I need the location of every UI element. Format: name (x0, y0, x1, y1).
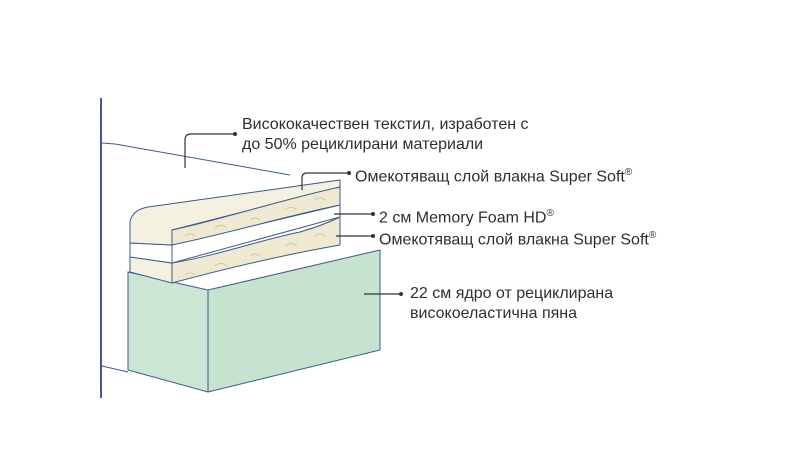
label-textile-line1: Висококачествен текстил, изработен с (242, 116, 529, 133)
core-side-face (127, 271, 209, 393)
leader-lines (184, 133, 400, 295)
label-core-line2: високоеластична пяна (410, 305, 578, 322)
label-core-line1: 22 см ядро от рециклирана (410, 285, 614, 302)
label-memory-foam: 2 см Memory Foam HD® (379, 204, 554, 228)
core-front-face (207, 249, 381, 393)
label-core: 22 см ядро от рециклирана високоеластичн… (410, 284, 613, 324)
registered-mark: ® (624, 167, 633, 178)
fiber-top-front (171, 186, 341, 246)
label-text: Омекотяващ слой влакна Super Soft (379, 231, 649, 249)
fiber-bottom-front (171, 216, 341, 284)
label-textile: Висококачествен текстил, изработен с до … (242, 115, 529, 155)
leader-dots (233, 132, 403, 296)
cover-bottom-edge (101, 365, 129, 373)
registered-mark: ® (648, 230, 657, 241)
cover-outline (100, 98, 291, 398)
cover-top-edge (101, 142, 291, 176)
label-fiber-top: Омекотяващ слой влакна Super Soft® (355, 163, 632, 187)
label-fiber-bottom: Омекотяващ слой влакна Super Soft® (379, 226, 656, 250)
label-textile-line2: до 50% рециклирани материали (242, 136, 484, 153)
label-text: Омекотяващ слой влакна Super Soft (355, 168, 625, 186)
label-text: 2 см Memory Foam HD (379, 209, 547, 227)
fiber-texture (184, 197, 326, 276)
registered-mark: ® (546, 208, 554, 219)
